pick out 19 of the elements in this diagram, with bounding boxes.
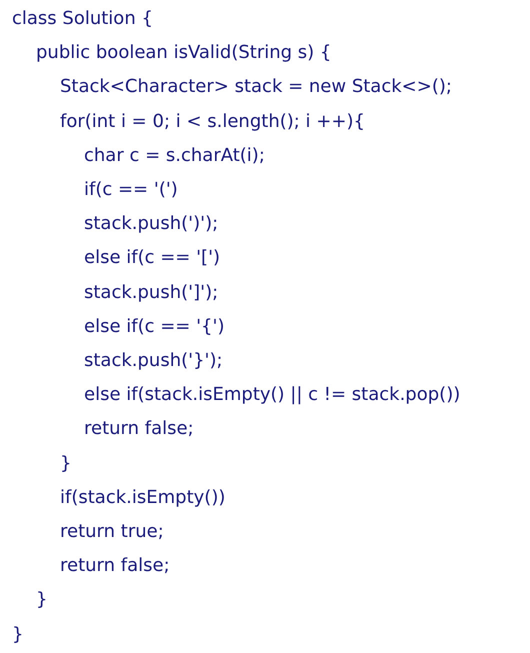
code-line: Stack<Character> stack = new Stack<>(); [60, 76, 452, 98]
code-line: } [60, 452, 72, 475]
code-line: public boolean isValid(String s) { [36, 42, 332, 64]
code-line: class Solution { [12, 8, 153, 30]
code-line: for(int i = 0; i < s.length(); i ++){ [60, 110, 365, 133]
code-line: stack.push('}'); [84, 350, 223, 372]
code-line: } [36, 589, 48, 612]
code-line: return true; [60, 521, 164, 543]
code-line: else if(c == '{') [84, 316, 224, 338]
code-line: else if(c == '[') [84, 247, 220, 270]
code-line: if(stack.isEmpty()) [60, 486, 226, 509]
code-line: stack.push(']'); [84, 282, 218, 304]
code-line: return false; [60, 555, 170, 578]
code-line: return false; [84, 418, 194, 440]
code-line: else if(stack.isEmpty() || c != stack.pop()) [84, 384, 460, 406]
code-line: stack.push(')'); [84, 213, 218, 236]
code-line: } [12, 624, 24, 646]
code-line: if(c == '(') [84, 179, 178, 201]
code-line: char c = s.charAt(i); [84, 144, 265, 167]
